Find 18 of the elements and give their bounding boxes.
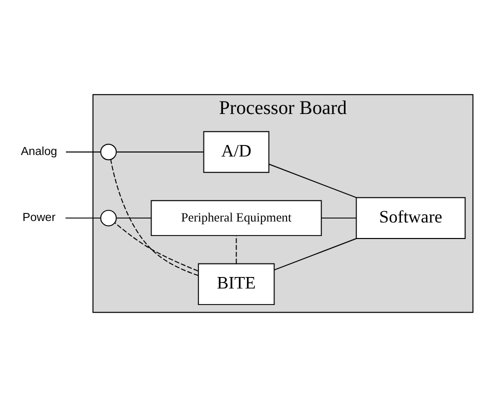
connector (116, 217, 152, 218)
connector (321, 217, 357, 218)
node-circle (100, 209, 117, 226)
connector (268, 163, 357, 198)
connector (65, 151, 102, 152)
connector (116, 151, 204, 152)
node-circle (100, 143, 117, 160)
connector (274, 238, 357, 270)
connector (114, 222, 198, 271)
connector (236, 234, 237, 264)
node-box: BITE (198, 262, 275, 305)
connector (110, 158, 199, 276)
node-box: Software (356, 196, 466, 238)
node-text: Power (22, 210, 56, 224)
node-text: Analog (20, 144, 58, 158)
node-box: A/D (203, 130, 270, 172)
connector (65, 217, 101, 218)
node-box: Peripheral Equipment (150, 200, 322, 236)
